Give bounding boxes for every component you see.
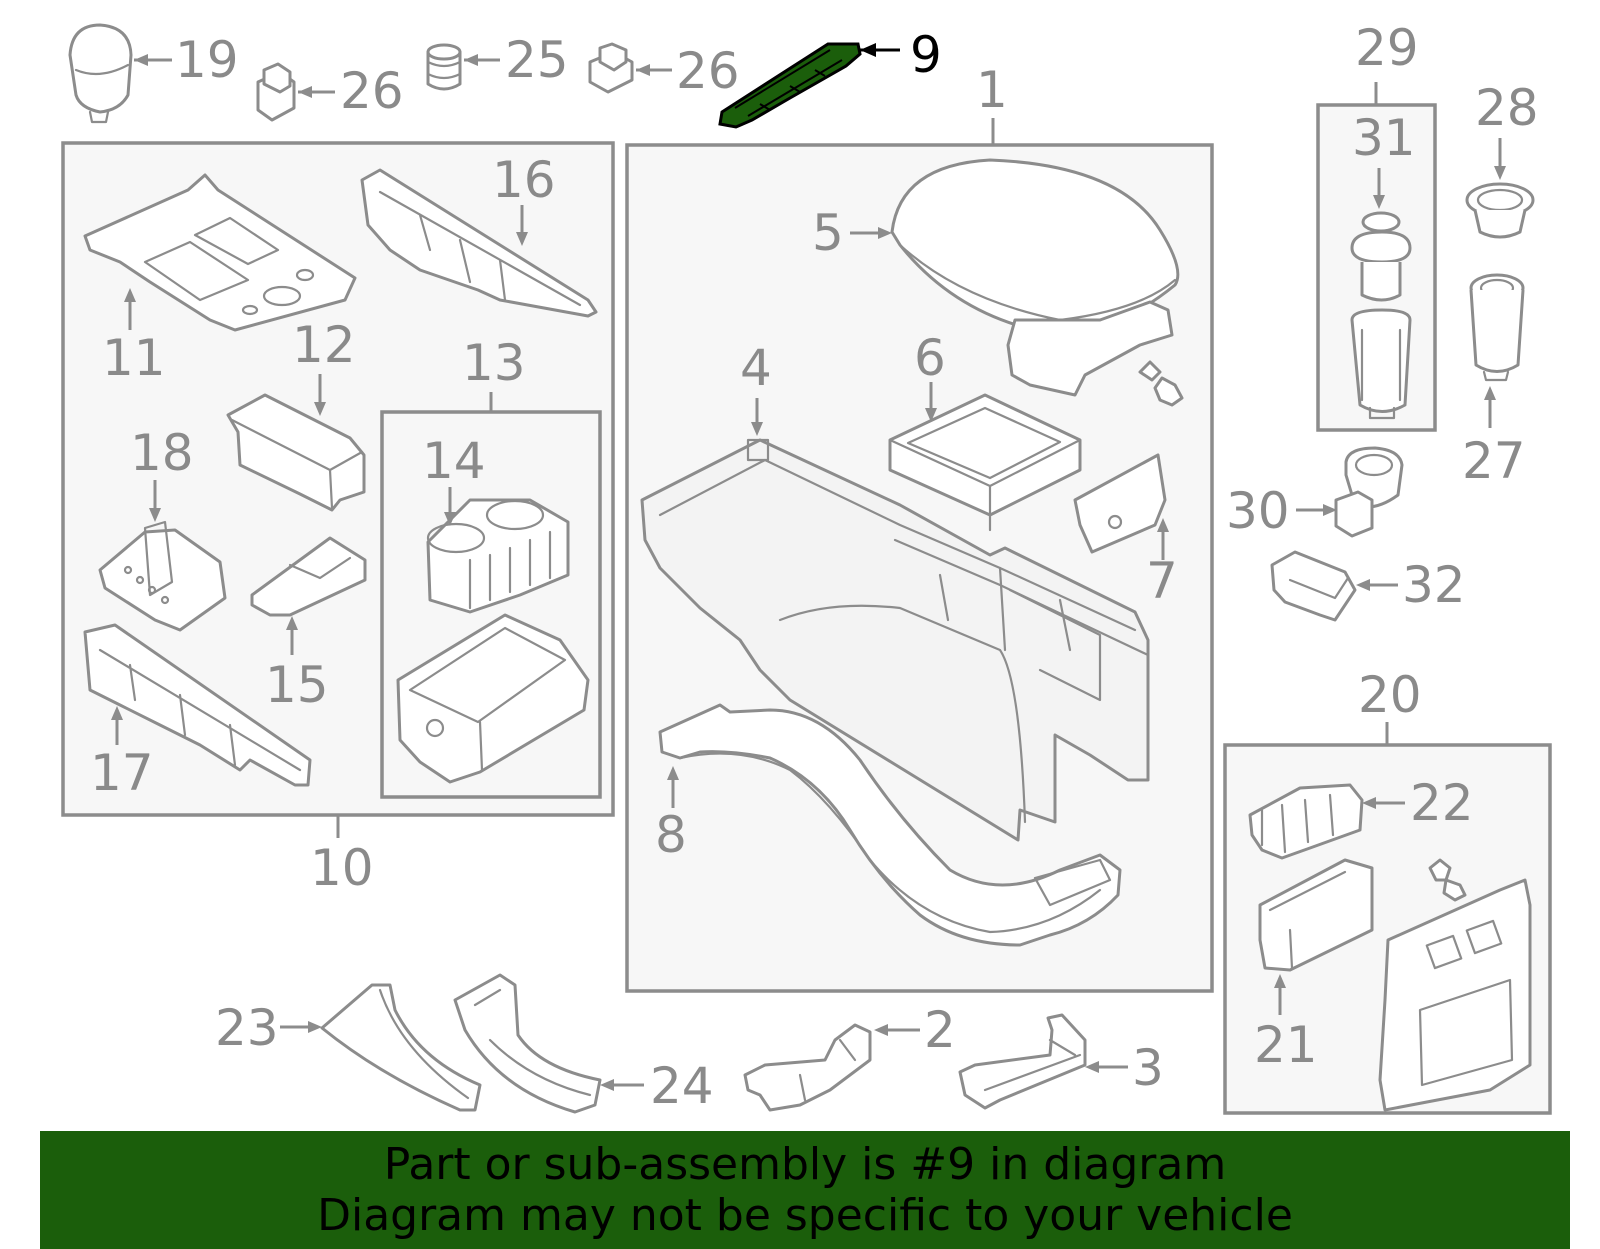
screw-1 bbox=[1138, 360, 1184, 407]
part-26-clip-left bbox=[256, 62, 296, 122]
part-17-bracket bbox=[83, 623, 312, 787]
part-3-bracket bbox=[958, 1013, 1087, 1110]
callout-7: 7 bbox=[1146, 552, 1178, 610]
part-12-module bbox=[226, 393, 366, 512]
callout-21: 21 bbox=[1254, 1016, 1318, 1074]
part-30-usb-port bbox=[1334, 446, 1404, 538]
callout-32: 32 bbox=[1402, 556, 1466, 614]
part-7-bracket bbox=[1073, 453, 1167, 554]
callout-10: 10 bbox=[310, 839, 374, 897]
callout-20: 20 bbox=[1358, 666, 1422, 724]
part-14-cup-holder bbox=[426, 498, 570, 614]
callout-18: 18 bbox=[130, 424, 194, 482]
callout-31: 31 bbox=[1352, 109, 1416, 167]
callout-17: 17 bbox=[90, 744, 154, 802]
part-5-armrest-lid bbox=[890, 158, 1180, 397]
callout-5: 5 bbox=[812, 204, 844, 262]
callout-15: 15 bbox=[265, 656, 329, 714]
callout-25: 25 bbox=[505, 31, 569, 89]
callout-8: 8 bbox=[655, 806, 687, 864]
info-banner: Part or sub-assembly is #9 in diagram Di… bbox=[40, 1131, 1570, 1249]
part-22-vent bbox=[1248, 783, 1364, 860]
callout-26-left: 26 bbox=[340, 62, 404, 120]
part-8-lower-trim bbox=[658, 703, 1122, 947]
banner-line-2: Diagram may not be specific to your vehi… bbox=[317, 1190, 1293, 1241]
part-6-tray bbox=[888, 393, 1082, 532]
part-13-housing bbox=[396, 613, 590, 784]
banner-line-1: Part or sub-assembly is #9 in diagram bbox=[383, 1139, 1227, 1190]
part-15-switch bbox=[250, 536, 367, 617]
callout-1: 1 bbox=[976, 61, 1008, 119]
callout-13: 13 bbox=[462, 334, 526, 392]
screw-2 bbox=[1428, 858, 1467, 902]
callout-22: 22 bbox=[1410, 774, 1474, 832]
callout-12: 12 bbox=[292, 316, 356, 374]
part-19-shift-knob bbox=[68, 23, 133, 124]
callout-29: 29 bbox=[1355, 19, 1419, 77]
callout-3: 3 bbox=[1132, 1039, 1164, 1097]
part-28-cap bbox=[1465, 182, 1535, 239]
part-4-console-body bbox=[640, 438, 1150, 842]
callout-9-highlighted: 9 bbox=[910, 26, 942, 84]
callout-2: 2 bbox=[924, 1001, 956, 1059]
callout-19: 19 bbox=[175, 31, 239, 89]
part-18-shifter-bezel bbox=[98, 520, 227, 632]
callout-24: 24 bbox=[650, 1057, 714, 1115]
callout-30: 30 bbox=[1226, 482, 1290, 540]
part-27-socket bbox=[1469, 273, 1525, 382]
callout-14: 14 bbox=[422, 432, 486, 490]
callout-28: 28 bbox=[1475, 79, 1539, 137]
part-11-upper-panel bbox=[83, 173, 357, 332]
callout-4: 4 bbox=[740, 339, 772, 397]
part-21-pocket bbox=[1258, 858, 1374, 972]
part-16-side-trim bbox=[360, 168, 598, 318]
part-23-trim-strip bbox=[320, 983, 482, 1112]
callout-11: 11 bbox=[102, 329, 166, 387]
part-24-trim-strip bbox=[453, 973, 602, 1114]
part-9-highlighted[interactable] bbox=[718, 42, 862, 129]
part-32-bracket bbox=[1270, 550, 1357, 622]
part-20-rear-panel bbox=[1378, 878, 1532, 1112]
part-31-lighter bbox=[1350, 211, 1412, 420]
callout-6: 6 bbox=[914, 329, 946, 387]
callout-26-right: 26 bbox=[676, 42, 740, 100]
part-2-bracket bbox=[743, 1023, 872, 1112]
callout-27: 27 bbox=[1462, 432, 1526, 490]
part-26-clip-right bbox=[588, 42, 634, 94]
callout-23: 23 bbox=[215, 999, 279, 1057]
part-25-cap bbox=[426, 43, 462, 91]
callout-16: 16 bbox=[492, 151, 556, 209]
